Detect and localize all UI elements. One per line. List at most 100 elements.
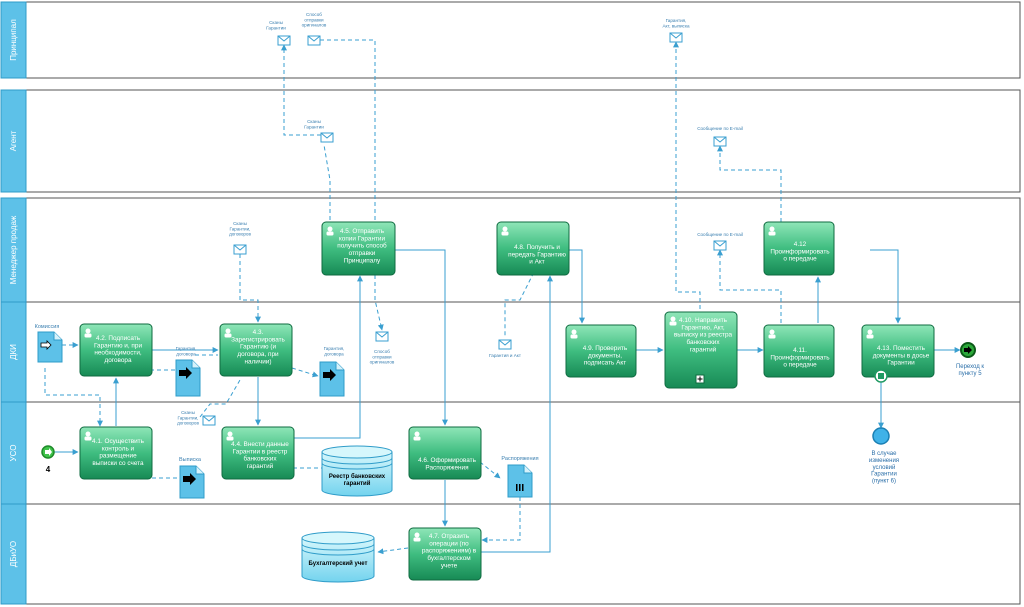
doc-label: Гарантия,договора: [324, 346, 345, 356]
lane-label-dki: ДКИ: [9, 344, 18, 360]
attached-event-icon[interactable]: [874, 369, 888, 383]
user-icon: [224, 328, 232, 338]
envelope-icon: Сообщение по E-mail: [697, 126, 743, 147]
document-kommissiya: Комиссия: [35, 324, 63, 363]
doc-label: Распоряжения: [501, 456, 538, 462]
lane-label-principal: Принципал: [9, 19, 18, 61]
doc-label: Комиссия: [35, 324, 60, 330]
lane-label-manager: Менеджер продаж: [9, 215, 18, 284]
svg-text:Бухгалтерский учет: Бухгалтерский учет: [309, 560, 368, 567]
datastore-buh: Бухгалтерский учет: [301, 531, 375, 583]
user-icon: [669, 316, 677, 326]
document-garantiya-1: Гарантия,договора: [175, 346, 201, 397]
user-icon: [413, 532, 421, 542]
user-icon: [84, 431, 92, 441]
user-icon: [226, 431, 234, 441]
user-icon: [84, 328, 92, 338]
document-vypiska: Выписка: [179, 457, 205, 499]
envelope-icon: Гарантия и Акт: [489, 339, 522, 358]
user-icon: [768, 226, 776, 236]
user-icon: [866, 329, 874, 339]
svg-text:Сообщение по E-mail: Сообщение по E-mail: [697, 126, 743, 131]
lane-principal: Принципал: [0, 1, 1021, 79]
envelope-icon: Гарантия,Акт, выписка: [662, 18, 690, 43]
lane-label-dbiu: ДБиУО: [9, 541, 18, 567]
user-icon: [570, 329, 578, 339]
envelope-icon: Сообщение по E-mail: [697, 232, 743, 251]
svg-text:Сообщение по E-mail: Сообщение по E-mail: [697, 232, 743, 237]
lane-label-uso: УСО: [9, 445, 18, 462]
lane-dbiu: ДБиУО: [0, 503, 1021, 605]
lane-dki: ДКИ: [0, 301, 1021, 403]
lane-agent: Агент: [0, 89, 1021, 193]
document-rasporyazheniya: Распоряжения: [501, 456, 539, 498]
start-event[interactable]: 4: [41, 445, 55, 474]
data-objects: Комиссия Гарантия,договора Гарантия,дого…: [35, 324, 539, 499]
user-icon: [501, 226, 509, 236]
svg-text:Гарантия и Акт: Гарантия и Акт: [489, 353, 522, 358]
message-flows: [44, 39, 782, 555]
lane-label-agent: Агент: [9, 130, 18, 151]
document-garantiya-2: Гарантия,договора: [319, 346, 345, 397]
subprocess-plus-icon[interactable]: [695, 374, 705, 384]
user-icon: [326, 226, 334, 236]
sequence-flows: [54, 249, 961, 553]
user-icon: [768, 329, 776, 339]
start-number: 4: [46, 465, 51, 474]
collection-icon: [516, 484, 524, 491]
doc-label: Гарантия,договора: [176, 346, 197, 356]
doc-label: Выписка: [179, 457, 202, 463]
user-icon: [413, 431, 421, 441]
